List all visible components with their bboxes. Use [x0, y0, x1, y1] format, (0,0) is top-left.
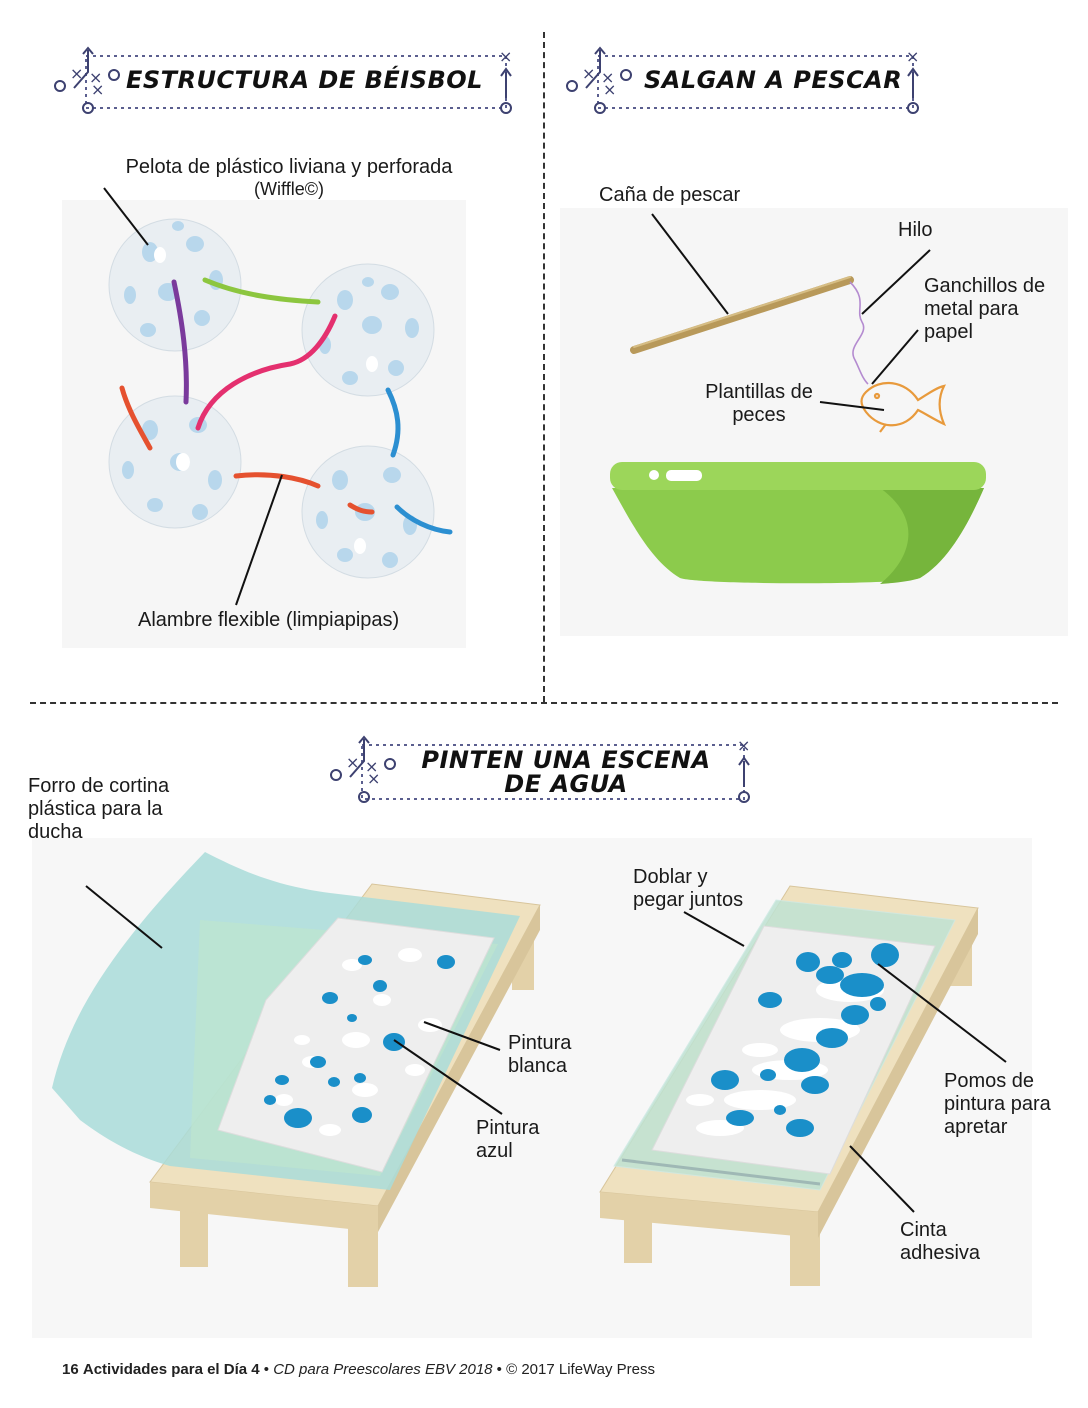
svg-text:×: × [582, 64, 595, 83]
blue-paint-label: Pintura azul [476, 1117, 539, 1163]
paint-splotches-right [686, 943, 899, 1137]
svg-text:×: × [89, 68, 102, 87]
paint-splotches-left [264, 948, 455, 1136]
fishing-banner: × × × × SALGAN A PESCAR [564, 46, 934, 116]
fish-template-label: Plantillas de peces [697, 381, 821, 427]
tubes-label-line2: pintura para [944, 1093, 1051, 1115]
footer-separator: • [263, 1361, 270, 1378]
painting-title-line1: PINTEN UNA ESCENA [421, 746, 711, 774]
tape-label: Cinta adhesiva [900, 1219, 980, 1265]
svg-text:×: × [70, 64, 83, 83]
footer-copyright: © 2017 LifeWay Press [506, 1361, 656, 1378]
svg-text:×: × [91, 80, 104, 99]
svg-text:×: × [906, 47, 919, 66]
svg-text:×: × [346, 753, 359, 772]
fold-label-line1: Doblar y [633, 866, 708, 888]
clips-label-line2: metal para [924, 298, 1019, 320]
page-footer: 16 Actividades para el Día 4 • CD para P… [62, 1361, 655, 1378]
tape-label-line1: Cinta [900, 1219, 947, 1241]
wiffle-ball-label-line1: Pelota de plástico liviana y perforada [125, 156, 453, 178]
vertical-divider [543, 32, 545, 702]
fish-template-icon [860, 381, 947, 433]
fishing-rod [630, 276, 854, 354]
line-label: Hilo [898, 219, 933, 241]
baseball-banner: × × × × ESTRUCTURA DE BÉISBOL [52, 46, 522, 116]
footer-separator: • [496, 1361, 502, 1378]
painting-title-line2: DE AGUA [504, 770, 628, 798]
clips-label: Ganchillos de metal para papel [924, 275, 1045, 344]
baseball-title: ESTRUCTURA DE BÉISBOL [126, 66, 483, 94]
fishing-line [849, 281, 869, 385]
fishing-title: SALGAN A PESCAR [644, 66, 903, 94]
wire-label: Alambre flexible (limpiapipas) [138, 609, 400, 631]
play-diagram-icon: × × × × [330, 735, 750, 803]
fold-tape-label: Doblar y pegar juntos [633, 866, 743, 912]
white-paint-label-line2: blanca [508, 1055, 567, 1077]
fishing-illustration [610, 213, 986, 584]
wiffle-ball-label-line2: (Wiffle©) [254, 179, 324, 199]
horizontal-divider [30, 702, 1058, 704]
paint-tubes-label: Pomos de pintura para apretar [944, 1070, 1051, 1139]
fish-label-line1: Plantillas de [705, 381, 813, 403]
pipe-cleaner-wire [119, 277, 453, 535]
tape-strip [621, 1158, 821, 1186]
white-paint-label-line1: Pintura [508, 1032, 572, 1054]
painting-title: PINTEN UNA ESCENA DE AGUA [416, 748, 716, 796]
curtain-label-line1: Forro de cortina [28, 775, 170, 797]
page-number: 16 [62, 1361, 79, 1378]
blue-paint-label-line2: azul [476, 1140, 513, 1162]
clips-label-line1: Ganchillos de [924, 275, 1046, 297]
clips-label-line3: papel [924, 321, 973, 343]
svg-text:×: × [737, 736, 750, 755]
footer-product: CD para Preescolares EBV 2018 [273, 1361, 493, 1378]
curtain-label-line2: plástica para la [28, 798, 163, 820]
tubes-label-line1: Pomos de [944, 1070, 1035, 1092]
fold-label-line2: pegar juntos [633, 889, 744, 911]
white-paint-label: Pintura blanca [508, 1032, 571, 1078]
tape-label-line2: adhesiva [900, 1242, 981, 1264]
fish-label-line2: peces [732, 404, 786, 426]
painting-banner: × × × × PINTEN UNA ESCENA DE AGUA [328, 735, 760, 807]
play-diagram-icon: × × × × [54, 46, 512, 114]
svg-text:×: × [601, 68, 614, 87]
footer-section: Actividades para el Día 4 [82, 1361, 260, 1378]
curtain-label-line3: ducha [28, 821, 83, 843]
curtain-label: Forro de cortina plástica para la ducha [28, 775, 169, 844]
svg-text:×: × [603, 80, 616, 99]
play-diagram-icon: × × × × [566, 46, 919, 114]
rod-label: Caña de pescar [599, 184, 741, 206]
svg-text:×: × [499, 47, 512, 66]
svg-text:×: × [367, 769, 380, 788]
wiffle-ball-label: Pelota de plástico liviana y perforada (… [101, 156, 477, 200]
svg-text:×: × [365, 757, 378, 776]
tubes-label-line3: apretar [944, 1116, 1008, 1138]
baseball-illustration [103, 187, 453, 606]
green-tub [610, 462, 986, 584]
blue-paint-label-line1: Pintura [476, 1117, 540, 1139]
